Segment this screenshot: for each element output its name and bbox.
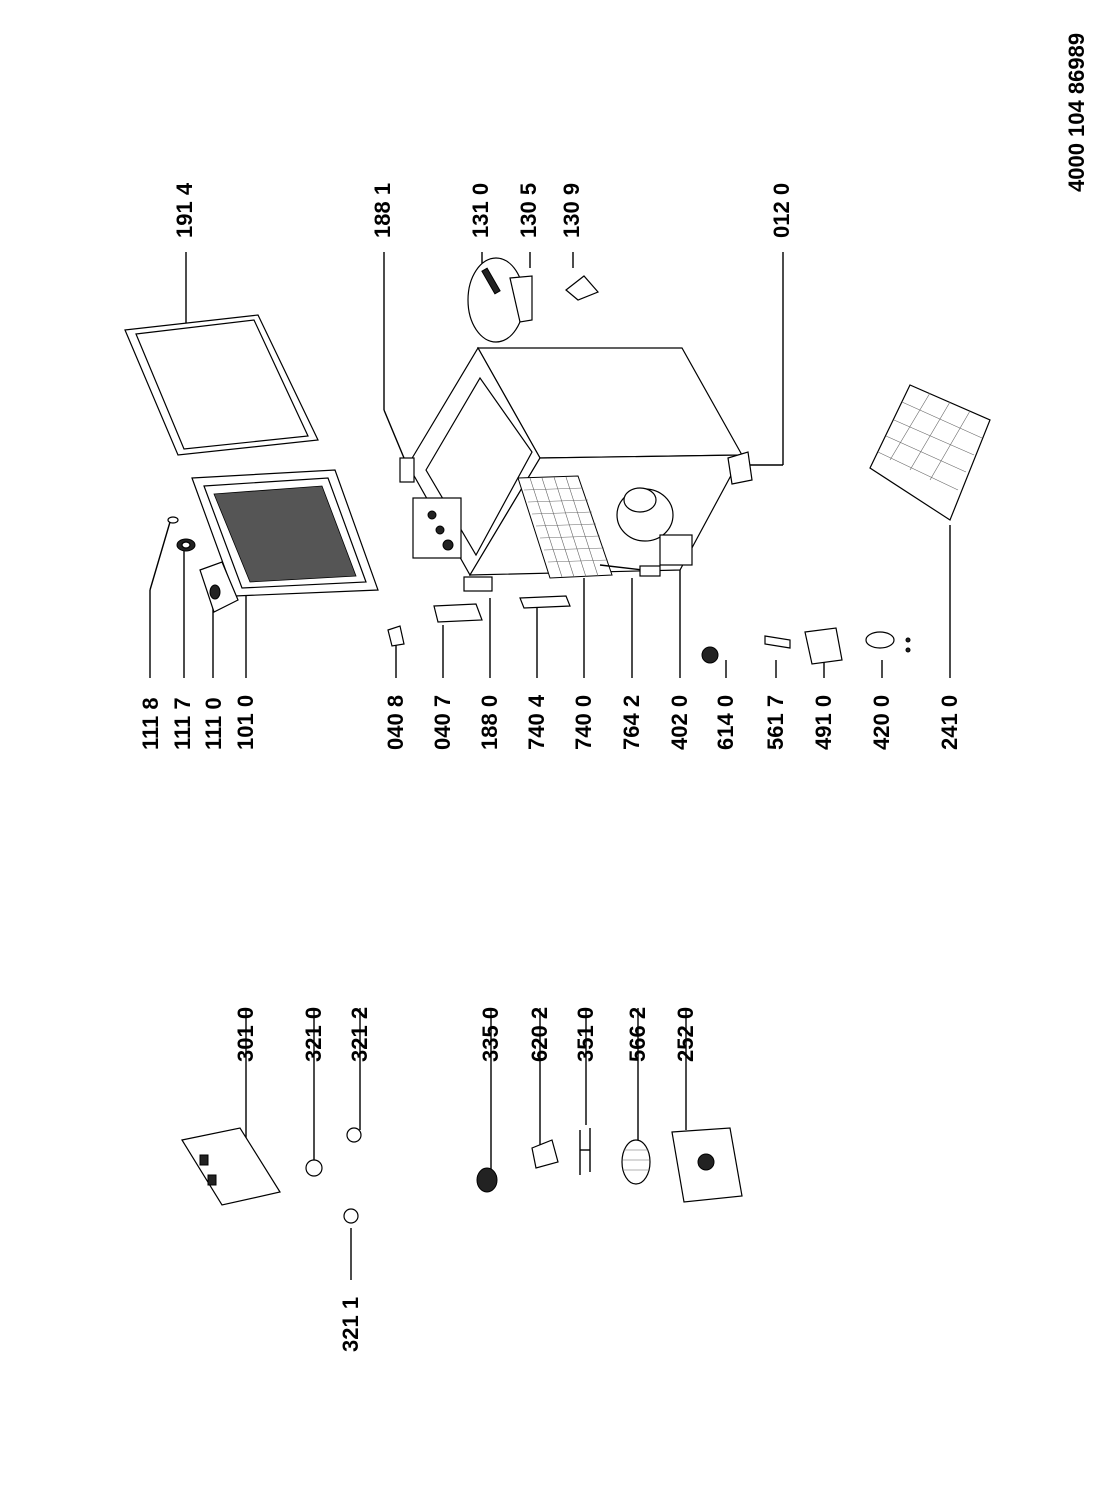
label-351-0: 351 0	[573, 1006, 598, 1062]
label-491-0: 491 0	[811, 694, 836, 750]
label-561-7: 561 7	[763, 694, 788, 750]
label-335-0: 335 0	[478, 1006, 503, 1062]
label-111-8: 111 8	[138, 697, 163, 750]
label-130-5: 130 5	[516, 182, 541, 238]
label-131-0: 131 0	[468, 182, 493, 238]
lower-row-parts	[387, 565, 911, 665]
label-620-2: 620 2	[527, 1006, 552, 1062]
label-252-0: 252 0	[673, 1006, 698, 1062]
label-191-4: 191 4	[172, 182, 197, 238]
control-parts-group	[181, 1127, 743, 1224]
label-040-7: 040 7	[430, 694, 455, 750]
label-301-0: 301 0	[233, 1006, 258, 1062]
label-321-2: 321 2	[347, 1006, 372, 1062]
label-241-0: 241 0	[937, 694, 962, 750]
door-panel	[191, 469, 379, 597]
label-402-0: 402 0	[667, 694, 692, 750]
document-number: 4000 104 86989	[1064, 32, 1089, 192]
label-321-0: 321 0	[301, 1006, 326, 1062]
label-012-0: 012 0	[769, 182, 794, 238]
label-566-2: 566 2	[625, 1006, 650, 1062]
label-101-0: 101 0	[233, 694, 258, 750]
label-764-2: 764 2	[619, 694, 644, 750]
door-gasket	[124, 314, 319, 456]
leader-lines	[149, 252, 951, 1280]
label-321-1: 321 1	[338, 1296, 363, 1352]
hinge-assembly	[467, 257, 600, 343]
door-handle-parts	[167, 516, 239, 613]
label-111-7: 111 7	[170, 697, 195, 750]
label-040-8: 040 8	[383, 694, 408, 750]
cabinet-body	[399, 346, 753, 592]
label-740-0: 740 0	[571, 694, 596, 750]
wire-basket	[869, 384, 991, 521]
label-111-0: 111 0	[201, 697, 226, 750]
label-420-0: 420 0	[869, 694, 894, 750]
label-740-4: 740 4	[524, 694, 549, 750]
label-188-1: 188 1	[370, 182, 395, 238]
label-614-0: 614 0	[713, 694, 738, 750]
label-130-9: 130 9	[559, 182, 584, 238]
label-188-0: 188 0	[477, 694, 502, 750]
